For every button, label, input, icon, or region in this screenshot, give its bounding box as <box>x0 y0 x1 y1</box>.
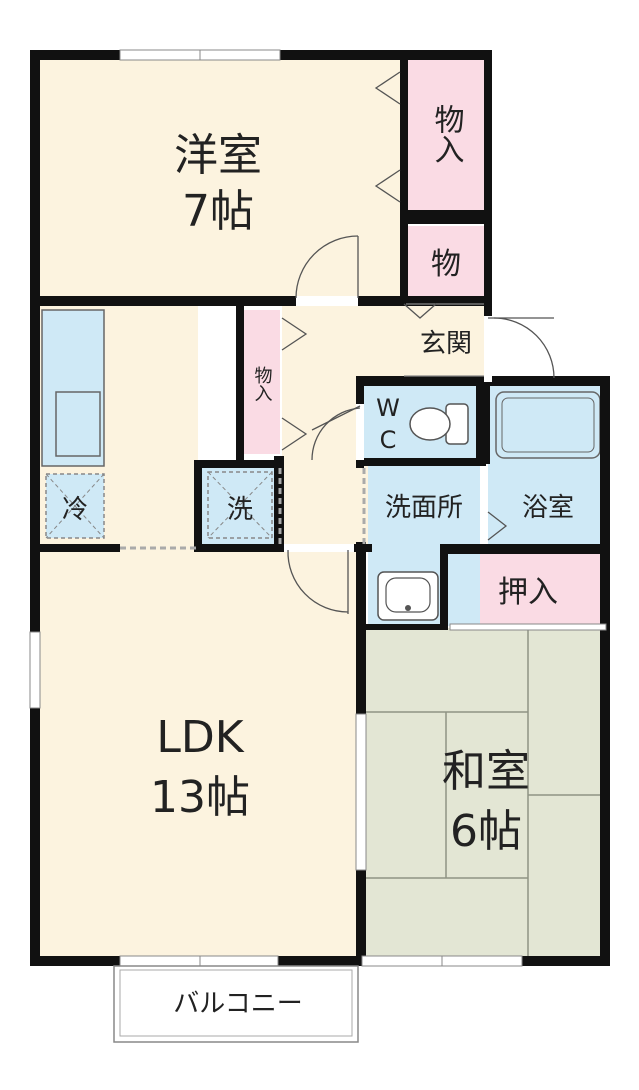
doors <box>120 71 555 614</box>
window-wa-ldk <box>355 713 367 871</box>
bathtub <box>495 391 601 459</box>
window-left <box>29 631 41 709</box>
window-bottom-ldk <box>119 955 279 967</box>
japanese-room-floor <box>362 628 606 958</box>
western-room-label: 洋室 <box>174 130 262 181</box>
storage-small-label: 物 <box>431 247 461 282</box>
oshiire-opening <box>449 623 607 631</box>
closet-hall-floor <box>244 310 280 454</box>
floor-fills <box>38 58 606 960</box>
japanese-room-size: 6帖 <box>450 806 522 857</box>
storage-small-floor <box>406 226 484 298</box>
western-room-size: 7帖 <box>182 186 254 237</box>
entrance-label: 玄関 <box>420 329 472 359</box>
ldk-floor <box>38 548 362 960</box>
wash-basin <box>377 571 439 621</box>
oshiire-label: 押入 <box>498 575 558 610</box>
fridge-label: 冷 <box>62 495 88 525</box>
washroom-label: 洗面所 <box>385 493 463 523</box>
balcony-label: バルコニー <box>173 989 302 1019</box>
wc-w-label: W <box>376 394 400 422</box>
entrance-floor <box>404 302 486 378</box>
closet-hall-label: 物入 <box>252 366 273 402</box>
ldk-label: LDK <box>156 712 244 763</box>
kitchen-counter <box>41 309 105 467</box>
washer-space <box>207 471 273 539</box>
bathroom-label: 浴室 <box>522 493 574 523</box>
washer-label: 洗 <box>227 495 253 525</box>
balcony <box>113 965 359 1043</box>
tatami-lines <box>362 628 606 958</box>
wc-c-label: C <box>380 426 397 454</box>
western-room-floor <box>38 58 406 302</box>
toilet <box>409 403 469 445</box>
closet-top-label: 物入 <box>429 104 465 164</box>
fridge-space <box>45 473 105 539</box>
ldk-size: 13帖 <box>150 772 250 823</box>
japanese-room-label: 和室 <box>442 746 530 797</box>
kitchen-sink <box>55 391 101 457</box>
closet-top-floor <box>406 58 484 212</box>
